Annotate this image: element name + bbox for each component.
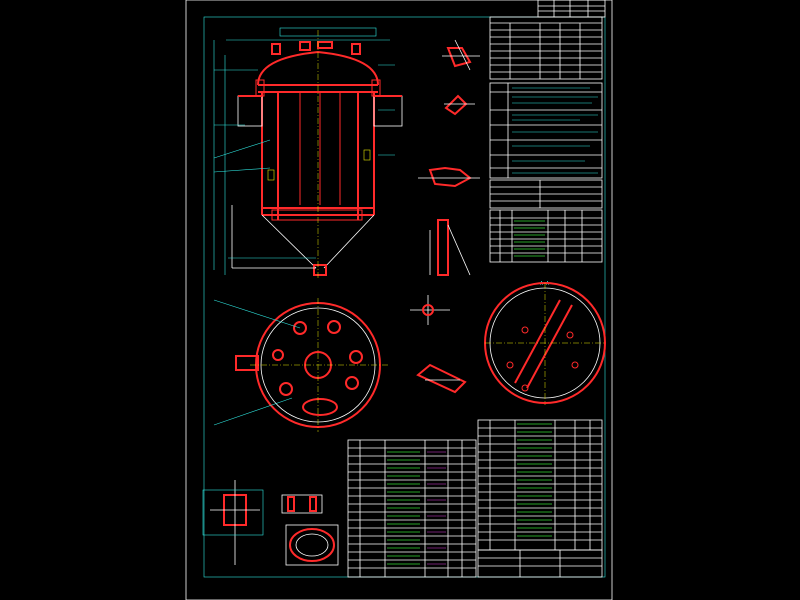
vessel-elevation [213,27,403,280]
section-a-a: A—A [484,281,606,405]
plan-view [213,298,390,432]
nozzle-table [489,209,603,263]
detail-views [202,39,480,566]
title-block [477,549,603,578]
parts-list-right [477,419,603,551]
header-table [537,0,606,18]
requirements-table [489,16,603,209]
parts-list-left [347,439,477,578]
